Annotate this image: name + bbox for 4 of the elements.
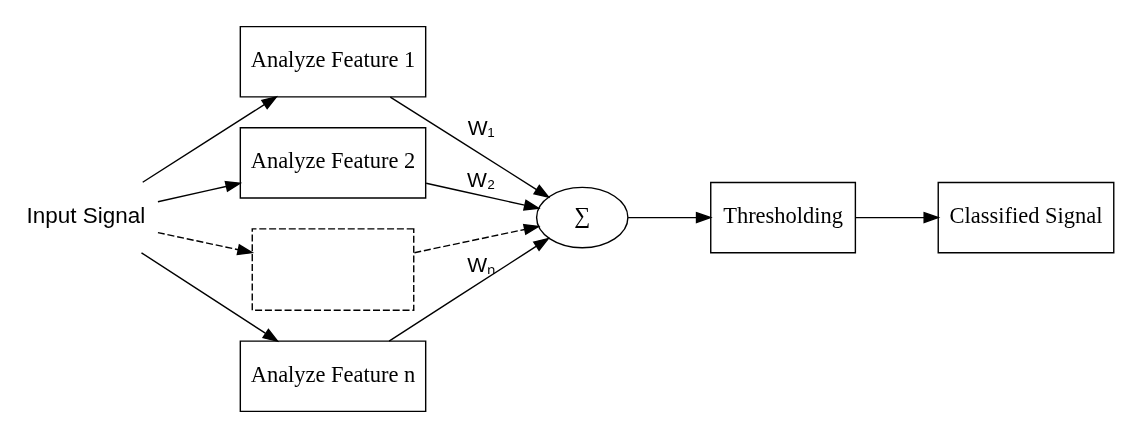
edge-label: W₂	[467, 167, 496, 191]
node-text: Input Signal	[26, 202, 146, 228]
edge-label: Wₙ	[467, 252, 496, 276]
edge-label: W₁	[467, 115, 495, 139]
